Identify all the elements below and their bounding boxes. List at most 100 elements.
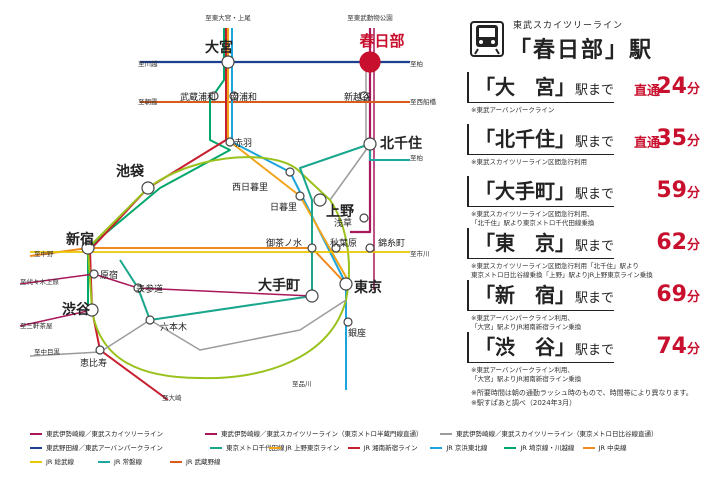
- route-2: 「大手町」駅まで 59分 ※東武スカイツリーライン区間急行利用、 「北千住」駅より東…: [467, 176, 712, 228]
- route-minutes-unit: 分: [686, 290, 700, 305]
- legend-label: 東武伊勢崎線／東武スカイツリーライン（東京メトロ日比谷線直通）: [456, 430, 658, 438]
- route-destination-name: 「新 宿」: [475, 283, 575, 307]
- station-label-roppongi: 六本木: [160, 321, 187, 333]
- station-label-ebisu: 恵比寿: [80, 357, 107, 369]
- legend-label: 東武伊勢崎線／東武スカイツリーライン（東京メトロ半蔵門線直通）: [221, 430, 423, 438]
- station-label-akihabara: 秋葉原: [330, 237, 357, 249]
- route-destination-name: 「東 京」: [475, 231, 575, 255]
- station-label-nippori: 日暮里: [270, 201, 297, 213]
- station-label-asakusa: 浅草: [334, 217, 352, 229]
- legend-label: JR 埼京線・川越線: [520, 444, 575, 452]
- legend-item: 東武伊勢崎線／東武スカイツリーライン（東京メトロ日比谷線直通）: [440, 428, 658, 440]
- route-5: 「渋 谷」駅まで 74分 ※東武アーバンパークライン利用、 「大宮」駅よりJR湘南新…: [467, 332, 712, 384]
- route-time: 24分: [656, 74, 700, 99]
- legend-swatch: [30, 461, 42, 463]
- route-destination-name: 「大 宮」: [475, 75, 575, 99]
- station-marker-nishi_nippori: [285, 167, 295, 177]
- route-note: ※東武アーバンパークライン利用、 「大宮」駅よりJR湘南新宿ライン乗換: [471, 366, 582, 383]
- route-note: ※東武スカイツリーライン区間急行利用: [471, 158, 587, 166]
- station-marker-shibuya: [85, 303, 99, 317]
- route-direct-badge: 直通: [633, 136, 660, 151]
- route-time: 74分: [656, 334, 700, 359]
- terminus-label-to_nishifunabashi: 至西船橋: [410, 97, 437, 106]
- station-marker-kitasenju: [363, 137, 377, 151]
- station-label-musashi_urawa: 武蔵浦和: [180, 91, 216, 103]
- station-label-omiya: 大宮: [205, 39, 233, 56]
- route-note: ※東武スカイツリーライン区間急行利用「北千住」駅より 東京メトロ日比谷線乗換「上…: [471, 262, 653, 279]
- station-marker-shinjuku: [81, 241, 95, 255]
- legend-item: JR 中央線: [582, 442, 627, 454]
- line-name: 東武スカイツリーライン: [513, 21, 624, 31]
- station-marker-minami_urawa: [229, 91, 239, 101]
- hibiya-line: [29, 299, 347, 357]
- route-direct-badge: 直通: [633, 84, 660, 99]
- legend-label: JR 総武線: [46, 458, 74, 466]
- hanzomon-line: [19, 273, 313, 297]
- legend-item: JR 武蔵野線: [170, 456, 221, 468]
- legend-swatch: [582, 447, 595, 449]
- station-label-harajuku: 原宿: [100, 269, 118, 281]
- station-label-ikebukuro: 池袋: [116, 163, 145, 180]
- station-labels: 大宮春日部武蔵浦和南浦和新越谷赤羽北千住池袋西日暮里日暮里上野浅草新宿御茶ノ水秋…: [20, 13, 437, 402]
- route-time: 62分: [656, 230, 700, 255]
- route-note: ※東武アーバンパークライン利用、 「大宮」駅よりJR湘南新宿ライン乗換: [471, 314, 582, 331]
- station-label-ginza: 銀座: [348, 327, 366, 339]
- route-note: ※東武アーバンパークライン: [471, 106, 555, 114]
- terminus-label-to_kashiwa2: 至柏: [410, 153, 423, 162]
- route-destination-suffix: 駅まで: [575, 239, 615, 254]
- shonan-shinjuku-line: [89, 28, 227, 401]
- legend-label: 東武伊勢崎線／東武スカイツリーライン: [46, 430, 163, 438]
- legend-swatch: [440, 433, 452, 435]
- legend-label: JR 中央線: [598, 444, 627, 452]
- station-marker-ueno: [313, 193, 327, 207]
- route-destination: 「渋 谷」駅まで: [467, 332, 615, 363]
- legend-swatch: [98, 461, 110, 463]
- legend-swatch: [210, 447, 222, 449]
- legend-item: JR 常磐線: [98, 456, 142, 468]
- route-minutes-unit: 分: [686, 82, 700, 97]
- terminus-label-to_ichikawa: 至市川: [410, 249, 430, 258]
- terminus-label-to_osaki: 至大崎: [162, 393, 182, 402]
- route-destination: 「新 宿」駅まで: [467, 280, 615, 311]
- terminus-label-to_kashiwa: 至柏: [410, 59, 423, 68]
- station-label-shinjuku: 新宿: [66, 231, 94, 248]
- terminus-label-to_kawagoe: 至川越: [138, 59, 158, 68]
- station-markers: [81, 51, 381, 355]
- terminus-label-to_yoyogiuehara: 至代々木上原: [20, 277, 60, 286]
- route-minutes: 62: [656, 230, 687, 255]
- route-note: ※東武スカイツリーライン区間急行利用、 「北千住」駅より東京メトロ千代田線乗換: [471, 210, 595, 227]
- station-label-kitasenju: 北千住: [380, 135, 422, 152]
- route-destination-suffix: 駅まで: [575, 291, 615, 306]
- legend-label: JR 京浜東北線: [446, 444, 488, 452]
- station-marker-nippori: [295, 191, 305, 201]
- panel-header: 東武スカイツリーライン 「春日部」駅: [469, 14, 719, 64]
- legend-item: 東武伊勢崎線／東武スカイツリーライン（東京メトロ半蔵門線直通）: [205, 428, 423, 440]
- train-icon: [470, 21, 504, 57]
- route-minutes: 24: [656, 74, 687, 99]
- route-minutes: 69: [656, 282, 687, 307]
- station-marker-ebisu: [95, 345, 105, 355]
- station-marker-otemachi: [305, 289, 319, 303]
- saikyo-line: [87, 28, 231, 310]
- route-time: 59分: [656, 178, 700, 203]
- route-destination: 「大手町」駅まで: [467, 176, 615, 207]
- route-destination: 「北千住」駅まで: [467, 124, 615, 155]
- legend-swatch: [205, 433, 217, 435]
- route-destination-name: 「渋 谷」: [475, 335, 575, 359]
- station-marker-ikebukuro: [141, 181, 155, 195]
- terminus-label-to_asaka: 至朝霞: [138, 98, 158, 106]
- route-destination-suffix: 駅まで: [575, 83, 615, 98]
- legend-swatch: [30, 447, 42, 449]
- station-marker-kinshicho: [365, 243, 375, 253]
- route-minutes-unit: 分: [686, 238, 700, 253]
- station-marker-akihabara: [331, 243, 341, 253]
- legend-label: 東武野田線／東武アーバンパークライン: [46, 444, 163, 452]
- station-marker-shin_koshigaya: [359, 91, 369, 101]
- tobu-hibiya-through: [329, 60, 367, 201]
- station-label-omotesando: 表参道: [136, 283, 163, 295]
